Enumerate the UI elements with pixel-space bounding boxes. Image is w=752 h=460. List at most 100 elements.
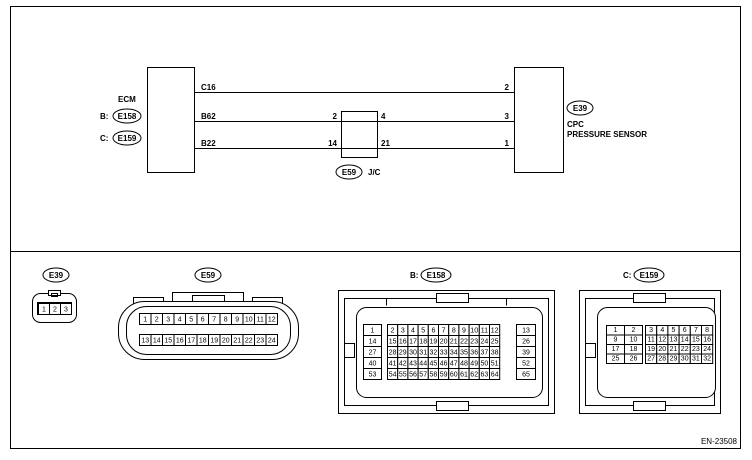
e158-pin-1: 1 <box>363 324 382 336</box>
jc-label: J/C <box>368 168 381 177</box>
e59-pin-10: 10 <box>242 313 255 325</box>
jc-connector-badge <box>335 164 363 180</box>
e158-pin-13: 13 <box>516 324 536 336</box>
e159-pin-1: 1 <box>606 325 625 336</box>
sensor-connector-code: E39 <box>573 104 588 113</box>
e158-pin-50: 50 <box>478 357 490 369</box>
svg-text:13: 13 <box>522 328 530 335</box>
sensor-pin-1: 1 <box>505 139 510 148</box>
ecm-connector-c-badge <box>112 130 142 146</box>
e59-pin-19: 19 <box>208 334 221 346</box>
sensor-name-line1: CPC <box>567 120 584 129</box>
e39-pin-3: 3 <box>60 303 72 315</box>
e159-pin-25: 25 <box>606 353 625 364</box>
e158-view-prefix: B: <box>410 271 418 280</box>
svg-text:14: 14 <box>369 339 377 346</box>
e59-pin-20: 20 <box>219 334 232 346</box>
svg-text:5: 5 <box>672 327 676 334</box>
jc-box <box>341 111 378 158</box>
svg-text:1: 1 <box>371 328 375 335</box>
e158-pin-57: 57 <box>417 368 429 380</box>
svg-text:54: 54 <box>389 372 397 379</box>
e158-pin-32: 32 <box>427 346 439 358</box>
e158-pin-24: 24 <box>478 335 490 347</box>
e59-pin-16: 16 <box>173 334 186 346</box>
svg-text:37: 37 <box>481 350 489 357</box>
svg-text:24: 24 <box>481 339 489 346</box>
svg-text:32: 32 <box>703 356 711 363</box>
e158-pin-21: 21 <box>448 335 460 347</box>
sensor-box <box>514 67 564 173</box>
e158-pin-4: 4 <box>407 324 419 336</box>
svg-text:27: 27 <box>647 356 655 363</box>
e159-view-badge <box>633 267 665 283</box>
e158-pin-47: 47 <box>448 357 460 369</box>
e159-pin-32: 32 <box>701 353 714 364</box>
svg-text:11: 11 <box>481 328 488 335</box>
svg-text:30: 30 <box>409 350 417 357</box>
svg-text:4: 4 <box>411 328 415 335</box>
e159-pin-5: 5 <box>667 325 680 336</box>
svg-text:24: 24 <box>268 338 276 345</box>
e39-view-code: E39 <box>49 271 64 280</box>
e158-pin-63: 63 <box>478 368 490 380</box>
e159-view-prefix: C: <box>623 271 631 280</box>
e158-pin-2: 2 <box>387 324 399 336</box>
e158-pin-49: 49 <box>468 357 480 369</box>
e158-pin-22: 22 <box>458 335 470 347</box>
e159-pin-12: 12 <box>656 334 669 345</box>
svg-text:44: 44 <box>419 361 427 368</box>
e159-pin-14: 14 <box>678 334 691 345</box>
svg-text:34: 34 <box>450 350 458 357</box>
e159-pin-31: 31 <box>689 353 702 364</box>
e158-pin-18: 18 <box>417 335 429 347</box>
svg-text:21: 21 <box>670 346 678 353</box>
sensor-pin-3: 3 <box>505 112 510 121</box>
svg-text:3: 3 <box>166 317 170 324</box>
svg-text:24: 24 <box>703 346 711 353</box>
svg-text:16: 16 <box>399 339 407 346</box>
e158-pin-20: 20 <box>438 335 450 347</box>
e59-pin-11: 11 <box>254 313 267 325</box>
svg-text:56: 56 <box>409 372 417 379</box>
svg-text:16: 16 <box>176 338 184 345</box>
svg-text:29: 29 <box>670 356 678 363</box>
svg-text:21: 21 <box>233 338 241 345</box>
e59-pin-18: 18 <box>196 334 209 346</box>
e59-pin-15: 15 <box>162 334 175 346</box>
svg-text:2: 2 <box>391 328 395 335</box>
ecm-connector-b-code: E158 <box>118 112 137 121</box>
svg-text:49: 49 <box>470 361 478 368</box>
e159-pin-28: 28 <box>656 353 669 364</box>
svg-text:3: 3 <box>401 328 405 335</box>
e159-pin-24: 24 <box>701 344 714 355</box>
e159-view-code: E159 <box>640 271 659 280</box>
e158-pin-12: 12 <box>489 324 501 336</box>
e159-pin-2: 2 <box>624 325 643 336</box>
svg-text:9: 9 <box>462 328 466 335</box>
svg-text:15: 15 <box>692 337 700 344</box>
svg-text:20: 20 <box>222 338 230 345</box>
svg-text:7: 7 <box>694 327 698 334</box>
sensor-connector-badge <box>566 100 594 116</box>
svg-text:57: 57 <box>419 372 427 379</box>
svg-text:33: 33 <box>440 350 448 357</box>
ecm-pin-b62: B62 <box>201 112 216 121</box>
e158-pin-35: 35 <box>458 346 470 358</box>
svg-text:65: 65 <box>522 372 530 379</box>
svg-text:5: 5 <box>189 317 193 324</box>
svg-text:31: 31 <box>419 350 427 357</box>
svg-text:32: 32 <box>430 350 438 357</box>
e59-pin-8: 8 <box>219 313 232 325</box>
e39-pin-1: 1 <box>38 303 50 315</box>
e159-pin-29: 29 <box>667 353 680 364</box>
svg-text:45: 45 <box>430 361 438 368</box>
ecm-connector-c-prefix: C: <box>100 134 108 143</box>
svg-text:26: 26 <box>522 339 530 346</box>
ecm-connector-c-code: E159 <box>118 134 137 143</box>
svg-text:40: 40 <box>369 361 377 368</box>
svg-text:15: 15 <box>164 338 172 345</box>
svg-text:41: 41 <box>389 361 397 368</box>
svg-text:15: 15 <box>389 339 397 346</box>
